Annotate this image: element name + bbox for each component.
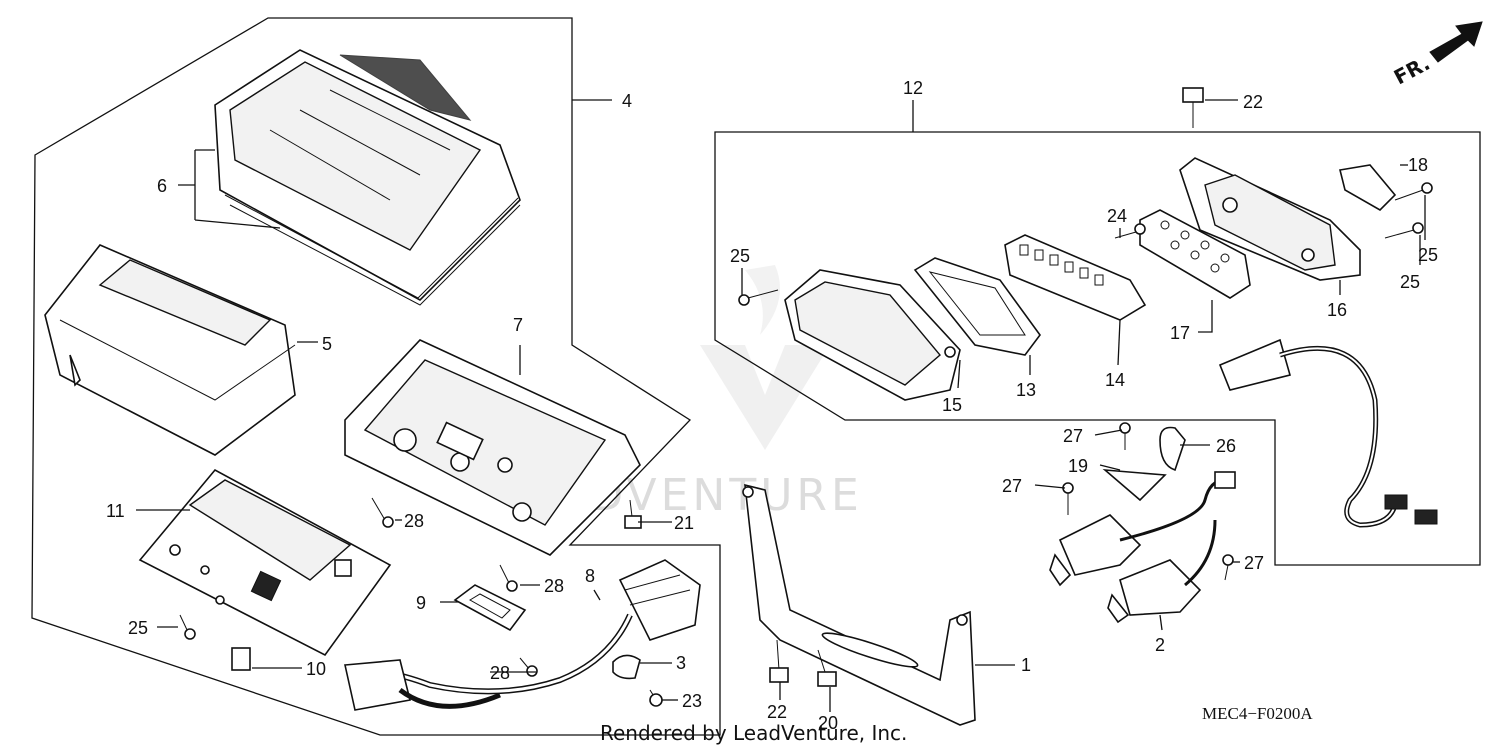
callout-25-pcb: 25 <box>128 618 148 638</box>
callout-25-upper: 25 <box>1418 245 1438 265</box>
assembly-outline-left <box>31 17 721 736</box>
meter-case-lower <box>344 339 641 556</box>
callout-15: 15 <box>942 395 962 415</box>
callout-2: 2 <box>1155 635 1165 655</box>
front-arrow-label: FR. <box>1390 51 1434 90</box>
callout-4: 4 <box>622 91 632 111</box>
callout-7: 7 <box>513 315 523 335</box>
callout-9: 9 <box>416 593 426 613</box>
meter-case-cover <box>214 49 521 306</box>
meter-bracket <box>742 483 976 726</box>
screws-27 <box>1062 422 1234 581</box>
callout-8: 8 <box>585 566 595 586</box>
leader-lines <box>136 99 1426 712</box>
callout-27-left: 27 <box>1002 476 1022 496</box>
callout-22-bottom: 22 <box>767 702 787 722</box>
callout-28-lower: 28 <box>490 663 510 683</box>
callout-11: 11 <box>106 501 125 521</box>
callout-25-lens: 25 <box>730 246 750 266</box>
indicator-case <box>1179 157 1361 281</box>
callout-19: 19 <box>1068 456 1088 476</box>
callout-6: 6 <box>157 176 167 196</box>
credit-text: Rendered by LeadVenture, Inc. <box>600 721 907 745</box>
rubber-grommet <box>453 584 527 632</box>
screws-right <box>738 182 1433 306</box>
callout-18: 18 <box>1408 155 1428 175</box>
callout-24: 24 <box>1107 206 1127 226</box>
callout-28-middle: 28 <box>544 576 564 596</box>
cap-3 <box>612 654 641 680</box>
screws-left <box>179 497 663 707</box>
wire-harness-meter <box>344 559 701 711</box>
front-arrow: FR. <box>1390 21 1483 90</box>
diagram-code: MEC4−F0200A <box>1202 704 1313 723</box>
watermark-logo <box>700 265 830 450</box>
callout-12: 12 <box>903 78 923 98</box>
callout-14: 14 <box>1105 370 1125 390</box>
callout-labels: 1 2 3 4 5 6 7 8 9 10 11 12 13 14 15 16 1… <box>106 78 1438 733</box>
callout-3: 3 <box>676 653 686 673</box>
callout-16: 16 <box>1327 300 1347 320</box>
callout-13: 13 <box>1016 380 1036 400</box>
band-26 <box>1159 426 1186 472</box>
callout-27-right: 27 <box>1244 553 1264 573</box>
callout-10: 10 <box>306 659 326 679</box>
callout-28-upper: 28 <box>404 511 424 531</box>
meter-visor <box>44 244 296 456</box>
callout-26: 26 <box>1216 436 1236 456</box>
plate-19 <box>1102 468 1167 502</box>
callout-27-top: 27 <box>1063 426 1083 446</box>
callout-21: 21 <box>674 513 694 533</box>
callout-20: 20 <box>818 713 838 733</box>
meter-gasket <box>913 257 1041 356</box>
bolt-22-top <box>1182 87 1204 128</box>
callout-1: 1 <box>1021 655 1031 675</box>
switch-assembly <box>1049 471 1236 624</box>
indicator-board <box>1139 209 1251 299</box>
callout-23: 23 <box>682 691 702 711</box>
assembly-outline-right <box>714 131 1481 566</box>
bolts-bracket <box>769 639 837 687</box>
wire-harness-indicator <box>1218 338 1438 528</box>
meter-pcb <box>138 468 392 657</box>
callout-5: 5 <box>322 334 332 354</box>
callout-17: 17 <box>1170 323 1190 343</box>
clip-18 <box>1339 164 1397 211</box>
callout-25-lower: 25 <box>1400 272 1420 292</box>
clip-10 <box>231 647 251 671</box>
callout-22-top: 22 <box>1243 92 1263 112</box>
meter-lens <box>784 269 961 401</box>
meter-lcd-unit <box>1004 234 1147 321</box>
